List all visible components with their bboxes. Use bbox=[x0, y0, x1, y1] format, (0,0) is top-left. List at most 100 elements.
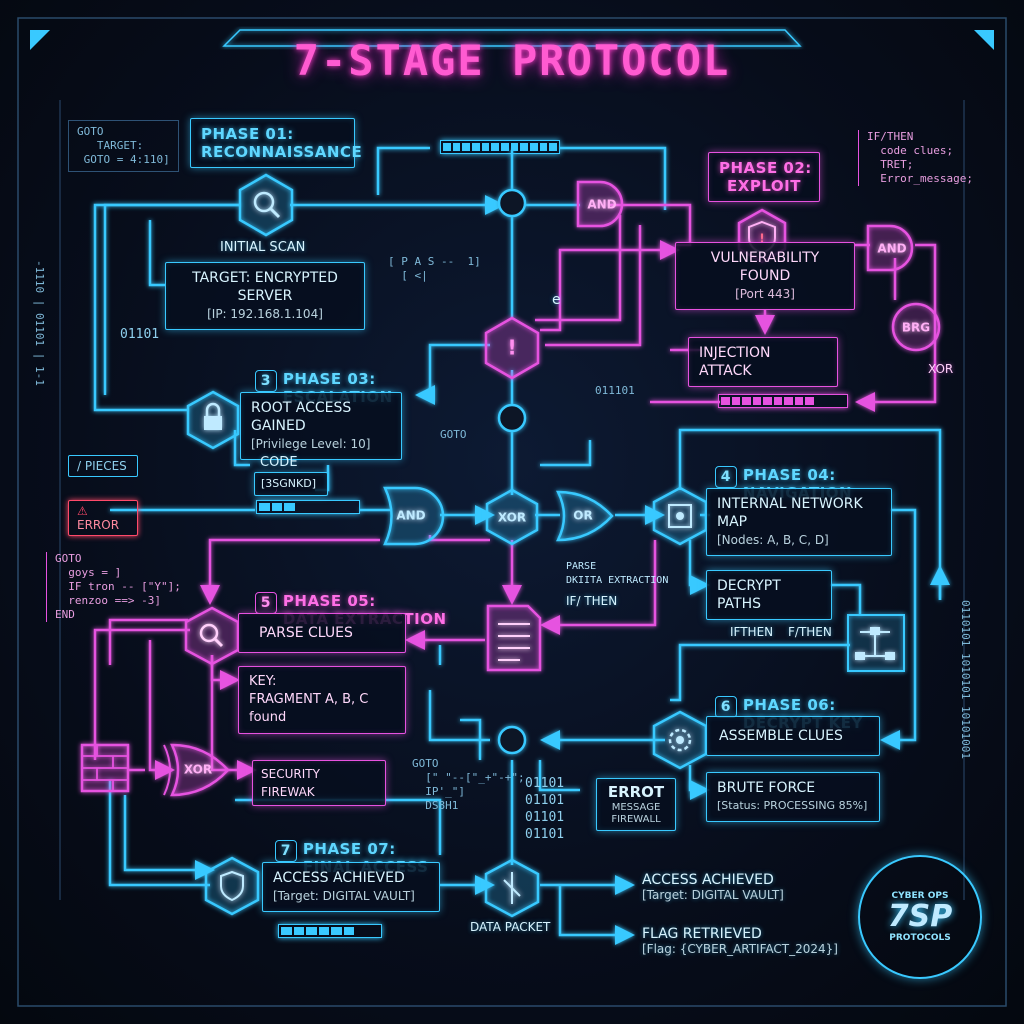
code-sub-box: [3SGNKD] bbox=[254, 472, 328, 496]
flag-value: [Flag: {CYBER_ARTIFACT_2024}] bbox=[642, 942, 838, 956]
gate-brg: BRG bbox=[891, 302, 941, 352]
node-document bbox=[486, 604, 542, 672]
error-message-title: ERROT bbox=[607, 783, 665, 801]
svg-text:OR: OR bbox=[573, 509, 592, 523]
phase-04-number: 4 bbox=[714, 466, 737, 488]
node-alert: ! bbox=[484, 316, 540, 380]
phase-01-node-label: INITIAL SCAN bbox=[220, 240, 306, 255]
code-snippet-left-goto: GOTO goys = ] IF tron -- ["Y"]; renzoo =… bbox=[46, 552, 181, 622]
binary-mid: 011101 bbox=[595, 384, 635, 397]
gate-or: OR bbox=[555, 490, 614, 542]
fthen-label: F/THEN bbox=[788, 625, 832, 639]
phase-01-box-sub: [IP: 192.168.1.104] bbox=[207, 307, 323, 321]
phase-04-box-sub: [Nodes: A, B, C, D] bbox=[717, 533, 829, 547]
gate-xor-left: XOR bbox=[163, 743, 230, 797]
svg-text:XOR: XOR bbox=[184, 763, 212, 777]
code-snippet-top-right: IF/THEN code clues; TRET; Error_message; bbox=[858, 130, 973, 186]
e-mark: e bbox=[552, 292, 561, 308]
phase-07-box-title: ACCESS ACHIEVED bbox=[273, 870, 405, 886]
magenta-wires bbox=[93, 203, 937, 780]
error-message-sub: MESSAGE FIREWALL bbox=[611, 802, 661, 825]
brute-force-title: BRUTE FORCE bbox=[717, 780, 816, 796]
goto-center: GOTO bbox=[440, 428, 467, 441]
phase-03-box-title: ROOT ACCESS GAINED bbox=[251, 400, 352, 434]
node-phase-03 bbox=[186, 390, 240, 450]
parse-clues-box: PARSE CLUES bbox=[238, 613, 406, 653]
node-phase-07 bbox=[204, 856, 260, 916]
pas-code: [ P A S -- 1] [ <| bbox=[388, 255, 481, 282]
firewall-icon bbox=[80, 743, 130, 793]
logo-main-text: 7SP bbox=[887, 899, 953, 934]
phase-01-heading: PHASE 01: RECONNAISSANCE bbox=[190, 118, 362, 168]
gate-and-top: AND bbox=[576, 180, 624, 228]
phase-07-number: 7 bbox=[274, 840, 297, 862]
progress-bar-code bbox=[256, 500, 360, 514]
logo-top-text: CYBER OPS bbox=[891, 891, 949, 901]
error-chip: ⚠ ERROR bbox=[68, 500, 138, 536]
phase-04-box-title: INTERNAL NETWORK MAP bbox=[717, 496, 863, 530]
code-snippet-top-left: GOTO TARGET: GOTO = 4:110] bbox=[68, 120, 179, 172]
warning-icon: ⚠ bbox=[77, 504, 88, 518]
error-message-box: ERROT MESSAGE FIREWALL bbox=[596, 778, 676, 831]
phase-07-box: ACCESS ACHIEVED [Target: DIGITAL VAULT] bbox=[262, 862, 440, 912]
svg-text:BRG: BRG bbox=[902, 321, 930, 335]
phase-07-box-sub: [Target: DIGITAL VAULT] bbox=[273, 889, 415, 903]
cyan-wires bbox=[93, 146, 950, 945]
binary-right: 0110101 1010101 10101001 bbox=[959, 600, 972, 759]
assemble-clues-box: ASSEMBLE CLUES bbox=[706, 716, 880, 756]
phase-01-box-title: TARGET: ENCRYPTED SERVER bbox=[192, 270, 338, 304]
binary-bottom: 01101 01101 01101 01101 bbox=[525, 776, 565, 842]
security-firewall-box: SECURITY FIREWAK bbox=[252, 760, 386, 806]
outer-frame bbox=[17, 17, 1007, 1007]
phase-03-box: ROOT ACCESS GAINED [Privilege Level: 10] bbox=[240, 392, 402, 460]
flag-title: FLAG RETRIEVED bbox=[642, 926, 762, 942]
phase-02-box-sub: [Port 443] bbox=[735, 287, 795, 301]
phase-01-target-box: TARGET: ENCRYPTED SERVER [IP: 192.168.1.… bbox=[165, 262, 365, 330]
network-map-icon bbox=[847, 614, 905, 672]
if-then-label: IF/ THEN bbox=[566, 594, 618, 608]
phase-03-box-sub: [Privilege Level: 10] bbox=[251, 437, 371, 451]
progress-bar-top bbox=[440, 140, 560, 154]
cyber-ops-logo: CYBER OPS 7SP PROTOCOLS bbox=[858, 855, 982, 979]
node-xor: XOR bbox=[485, 488, 539, 546]
parse-label: PARSE DKIITA EXTRACTION bbox=[566, 561, 669, 586]
svg-text:!: ! bbox=[507, 336, 516, 360]
final-access-title: ACCESS ACHIEVED bbox=[642, 872, 774, 888]
phase-02-box-title: VULNERABILITY FOUND bbox=[710, 250, 820, 284]
final-access-sub: [Target: DIGITAL VAULT] bbox=[642, 888, 784, 902]
ticks-left: -1110 | 01101 | 1-1 bbox=[33, 260, 46, 386]
junction-nodes bbox=[497, 188, 527, 755]
gate-and-mid: AND bbox=[383, 486, 445, 546]
node-phase-01 bbox=[238, 173, 294, 237]
phase-04-box: INTERNAL NETWORK MAP [Nodes: A, B, C, D] bbox=[706, 488, 892, 556]
node-data-packet bbox=[484, 858, 540, 918]
phase-02-vulnerability-box: VULNERABILITY FOUND [Port 443] bbox=[675, 242, 855, 310]
key-box: KEY: FRAGMENT A, B, C found bbox=[238, 666, 406, 734]
phase-06-number: 6 bbox=[714, 696, 737, 718]
decrypt-paths-box: DECRYPT PATHS bbox=[706, 570, 832, 620]
flag-block: FLAG RETRIEVED [Flag: {CYBER_ARTIFACT_20… bbox=[642, 926, 838, 956]
data-packet-label: DATA PACKET bbox=[470, 920, 551, 934]
logo-bottom-text: PROTOCOLS bbox=[889, 933, 951, 943]
progress-bar-final bbox=[278, 924, 382, 938]
svg-text:AND: AND bbox=[396, 509, 425, 523]
binary-left: 01101 bbox=[120, 327, 160, 342]
code-label: CODE bbox=[260, 455, 298, 470]
svg-text:AND: AND bbox=[877, 242, 906, 256]
gate-and-right: AND bbox=[866, 224, 914, 272]
phase-03-number: 3 bbox=[254, 370, 277, 392]
svg-text:!: ! bbox=[759, 232, 764, 246]
node-phase-05 bbox=[184, 606, 240, 666]
phase-02-heading: PHASE 02: EXPLOIT bbox=[708, 152, 820, 202]
gate-label: AND bbox=[587, 198, 616, 212]
brute-force-box: BRUTE FORCE [Status: PROCESSING 85%] bbox=[706, 772, 880, 822]
progress-bar-exploit bbox=[718, 394, 848, 408]
brute-force-status: [Status: PROCESSING 85%] bbox=[717, 799, 868, 812]
injection-attack-box: INJECTION ATTACK bbox=[688, 337, 838, 387]
ifthen-label: IFTHEN bbox=[730, 625, 774, 639]
phase-05-number: 5 bbox=[254, 592, 277, 614]
pieces-chip: / PIECES bbox=[68, 455, 138, 477]
diagram-title: 7-STAGE PROTOCOL bbox=[293, 36, 731, 85]
final-access-block: ACCESS ACHIEVED [Target: DIGITAL VAULT] bbox=[642, 872, 784, 902]
